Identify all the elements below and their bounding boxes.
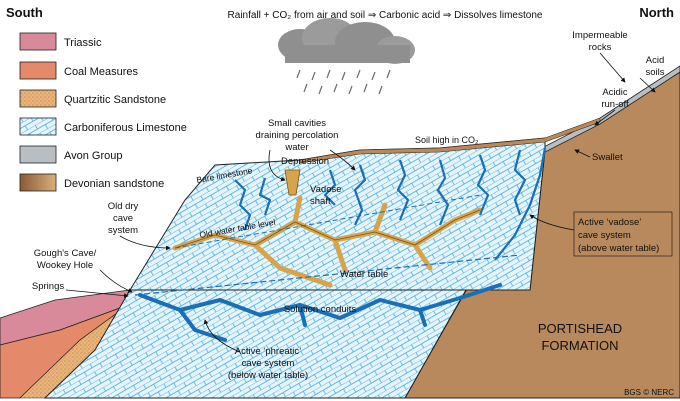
legend-swatch-avon-group [19,145,57,164]
water-table-line [134,254,521,296]
legend-label-avon-group: Avon Group [64,150,123,162]
process-caption: Rainfall + CO₂ from air and soil ⇒ Carbo… [228,10,543,21]
legend-swatch-triassic [19,32,57,51]
old-water-table-line [174,194,481,249]
legend-label-triassic: Triassic [64,37,102,49]
vadose-channels [234,147,547,261]
legend-label-devonian-sandstone: Devonian sandstone [64,178,164,190]
old-dry-cave-label-line1: Old dry [108,201,139,212]
impermeable-rocks-label-line1: Impermeable [572,30,627,41]
north-label: North [639,5,674,20]
active-vadose-box [573,211,673,257]
acidic-runoff-label-line2: run-off [601,99,629,110]
old-dry-cave-label-line2: cave [113,213,133,224]
active-vadose-label-line1: Active ‘vadose’ [578,217,641,228]
small-cavities-label-line1: Small cavities [268,118,326,129]
portishead-label-line1: PORTISHEAD [538,321,622,336]
south-label: South [6,5,43,20]
rain-cloud [278,18,415,64]
active-phreatic-label-line2: cave system [242,358,295,369]
old-dry-cave-label-line3: system [108,225,138,236]
legend-swatch-quartzitic-sandstone [19,89,57,108]
water-table-label: Water table [340,269,388,280]
active-vadose-label-line2: cave system [578,230,631,241]
legend-label-coal-measures: Coal Measures [64,66,138,78]
acid-soils-label-line1: Acid [646,55,664,66]
swallet-label: Swallet [592,152,623,163]
legend-label-quartzitic-sandstone: Quartzitic Sandstone [64,94,166,106]
acid-soils-label-line2: soils [645,67,664,78]
active-phreatic-label-line1: Active ‘phreatic’ [235,346,302,357]
legend: Triassic Coal Measures Quartzitic Sandst… [19,32,187,192]
legend-swatch-carboniferous-limestone [19,117,57,136]
small-cavities-label-line3: water [284,142,308,153]
rain-drops [296,69,391,95]
impermeable-rocks-label-line2: rocks [589,42,612,53]
depression-label: Depression [281,156,329,167]
acidic-runoff-label-line1: Acidic [602,87,628,98]
depression-funnel [284,169,301,196]
goughs-cave-label-line2: Wookey Hole [37,260,93,271]
goughs-cave-label-line1: Gough's Cave/ [34,248,97,259]
active-vadose-label-line3: (above water table) [578,243,659,254]
vadose-shaft-label-line2: shaft [310,196,331,207]
legend-label-carboniferous-limestone: Carboniferous Limestone [64,122,187,134]
credit-label: BGS © NERC [624,388,674,397]
portishead-label-line2: FORMATION [541,338,618,353]
leader-lines [65,52,656,353]
soil-high-label: Soil high in CO₂ [415,135,479,145]
springs-label: Springs [32,281,64,292]
active-phreatic-label-line3: (below water table) [228,370,308,381]
legend-swatch-coal-measures [19,61,57,80]
solution-conduits-label: Solution conduits [284,304,357,315]
legend-swatch-devonian-sandstone [19,173,57,192]
small-cavities-label-line2: draining percolation [256,130,339,141]
phreatic-conduits [138,283,502,342]
vadose-shaft-label-line1: Vadose [310,184,342,195]
